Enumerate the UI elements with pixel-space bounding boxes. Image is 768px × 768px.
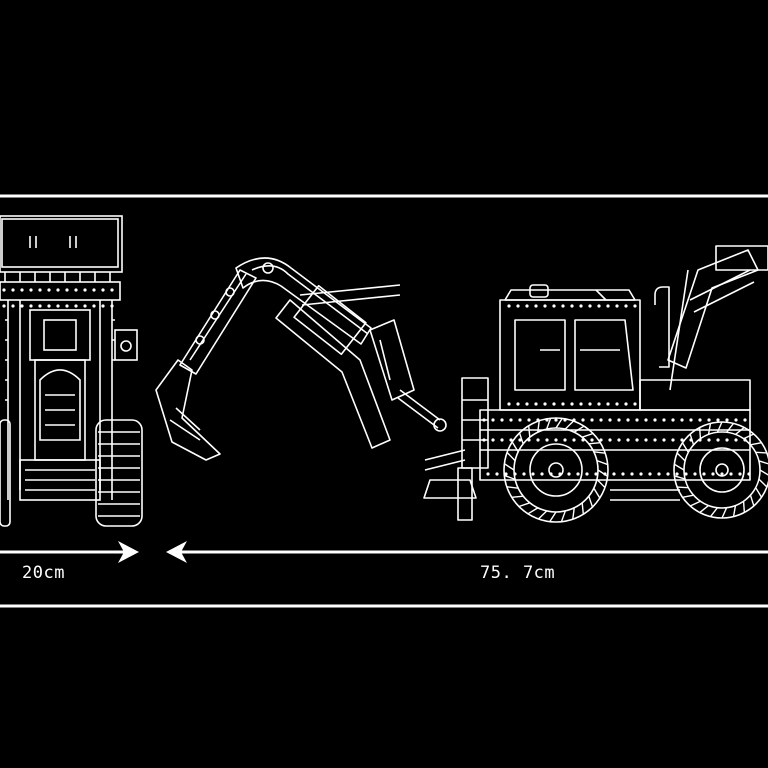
side-length-label: 75. 7cm (480, 563, 556, 583)
front-width-label: 20cm (22, 563, 65, 583)
dimension-arrow-front (0, 541, 139, 563)
dimension-arrow-side (166, 541, 768, 563)
tire-treads (503, 417, 768, 523)
front-view-drawing (0, 215, 143, 527)
side-view-drawing (155, 245, 768, 523)
brick-stud-dots (2, 288, 751, 476)
